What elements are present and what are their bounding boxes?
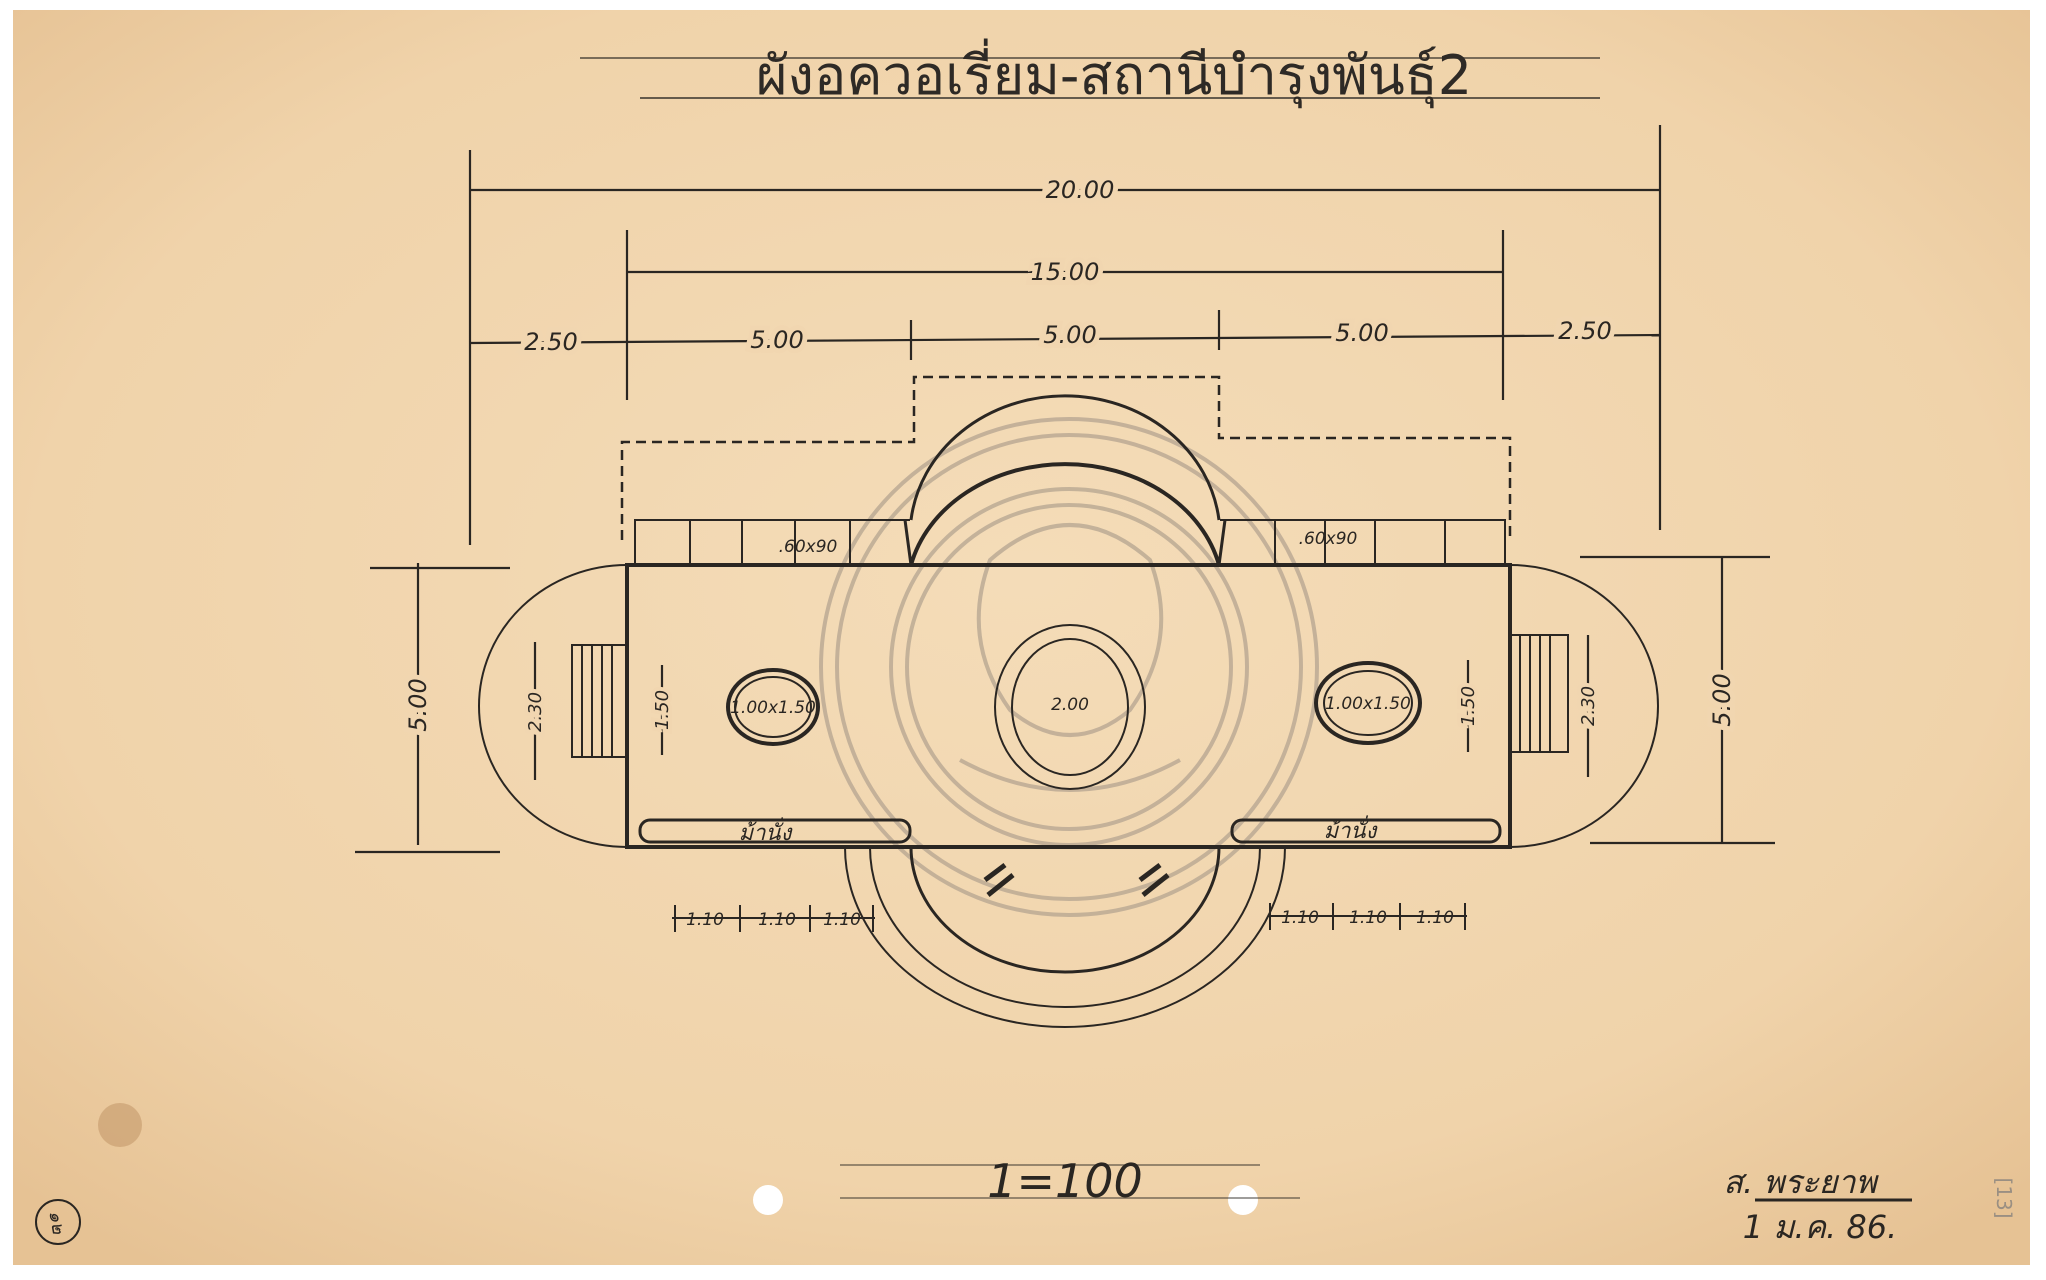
tank-left [726,668,820,746]
title-block: ผังอควอเรี่ยม-สถานีบำรุงพันธุ์2 [580,38,1600,109]
dim-height-right: 5.00 [1708,673,1736,726]
spacing-label: 1.10 [823,910,861,930]
punch-hole [753,1185,783,1215]
spacing-label: 1.10 [686,910,724,930]
archive-number: [13] [1992,1177,2016,1218]
tank-left-label: 1.00x1.50 [730,698,816,718]
rear-bay [909,846,1221,974]
spacing-label: 1.10 [1349,908,1387,928]
roof-outline [620,375,1512,540]
dim-bay-center: 5.00 [1043,321,1096,349]
bench-left [638,818,912,844]
dim-height-left: 5.00 [404,678,432,731]
window-label-left: .60x90 [779,537,838,557]
dim-overall: 20.00 [1046,176,1115,204]
bench-label-right: ม้านั่ง [1324,815,1379,844]
spacing-label: 1.10 [758,910,796,930]
sheet-mark: ๑๒ [35,1199,81,1245]
spacing-ticks [672,903,1467,932]
main-hall [625,563,1512,849]
sheet-mark-text: ๑๒ [44,1209,69,1236]
paper [13,10,2030,1265]
dim-left-wing: 2.50 [524,328,577,356]
spacing-label: 1.10 [1416,908,1454,928]
dim-inner: 15.00 [1031,258,1100,286]
dim-door-left: 1.50 [652,690,673,730]
date: 1 ม.ค. 86. [1743,1208,1897,1246]
dim-stair-right: 2.30 [1578,686,1599,726]
tank-right-label: 1.00x1.50 [1325,694,1411,714]
seal-watermark [819,417,1319,917]
alcove-wall [909,462,1221,566]
right-semicircle [1509,564,1659,848]
dim-stair-left: 2.30 [525,692,546,732]
tank-center [994,624,1146,790]
dim-bay-right: 5.00 [1335,319,1388,347]
floor-plan [478,394,1659,1028]
scale-label: 1=100 [987,1154,1143,1208]
tank-center-label: 2.00 [1051,695,1089,715]
tank-right [1314,661,1422,745]
dimension-lines [355,125,1775,854]
signature: ส. พระยาพ [1723,1163,1879,1201]
bench-right [1230,818,1502,844]
stain [98,1103,142,1147]
bench-label-left: ม้านั่ง [739,817,794,846]
dim-bay-left: 5.00 [750,326,803,354]
dim-door-right: 1.50 [1458,686,1479,726]
left-semicircle [478,564,628,848]
dim-right-wing: 2.50 [1558,317,1611,345]
drawing-title: ผังอควอเรี่ยม-สถานีบำรุงพันธุ์2 [756,38,1472,109]
punch-hole [1228,1185,1258,1215]
spacing-label: 1.10 [1281,908,1319,928]
window-label-right: .60x90 [1299,529,1358,549]
